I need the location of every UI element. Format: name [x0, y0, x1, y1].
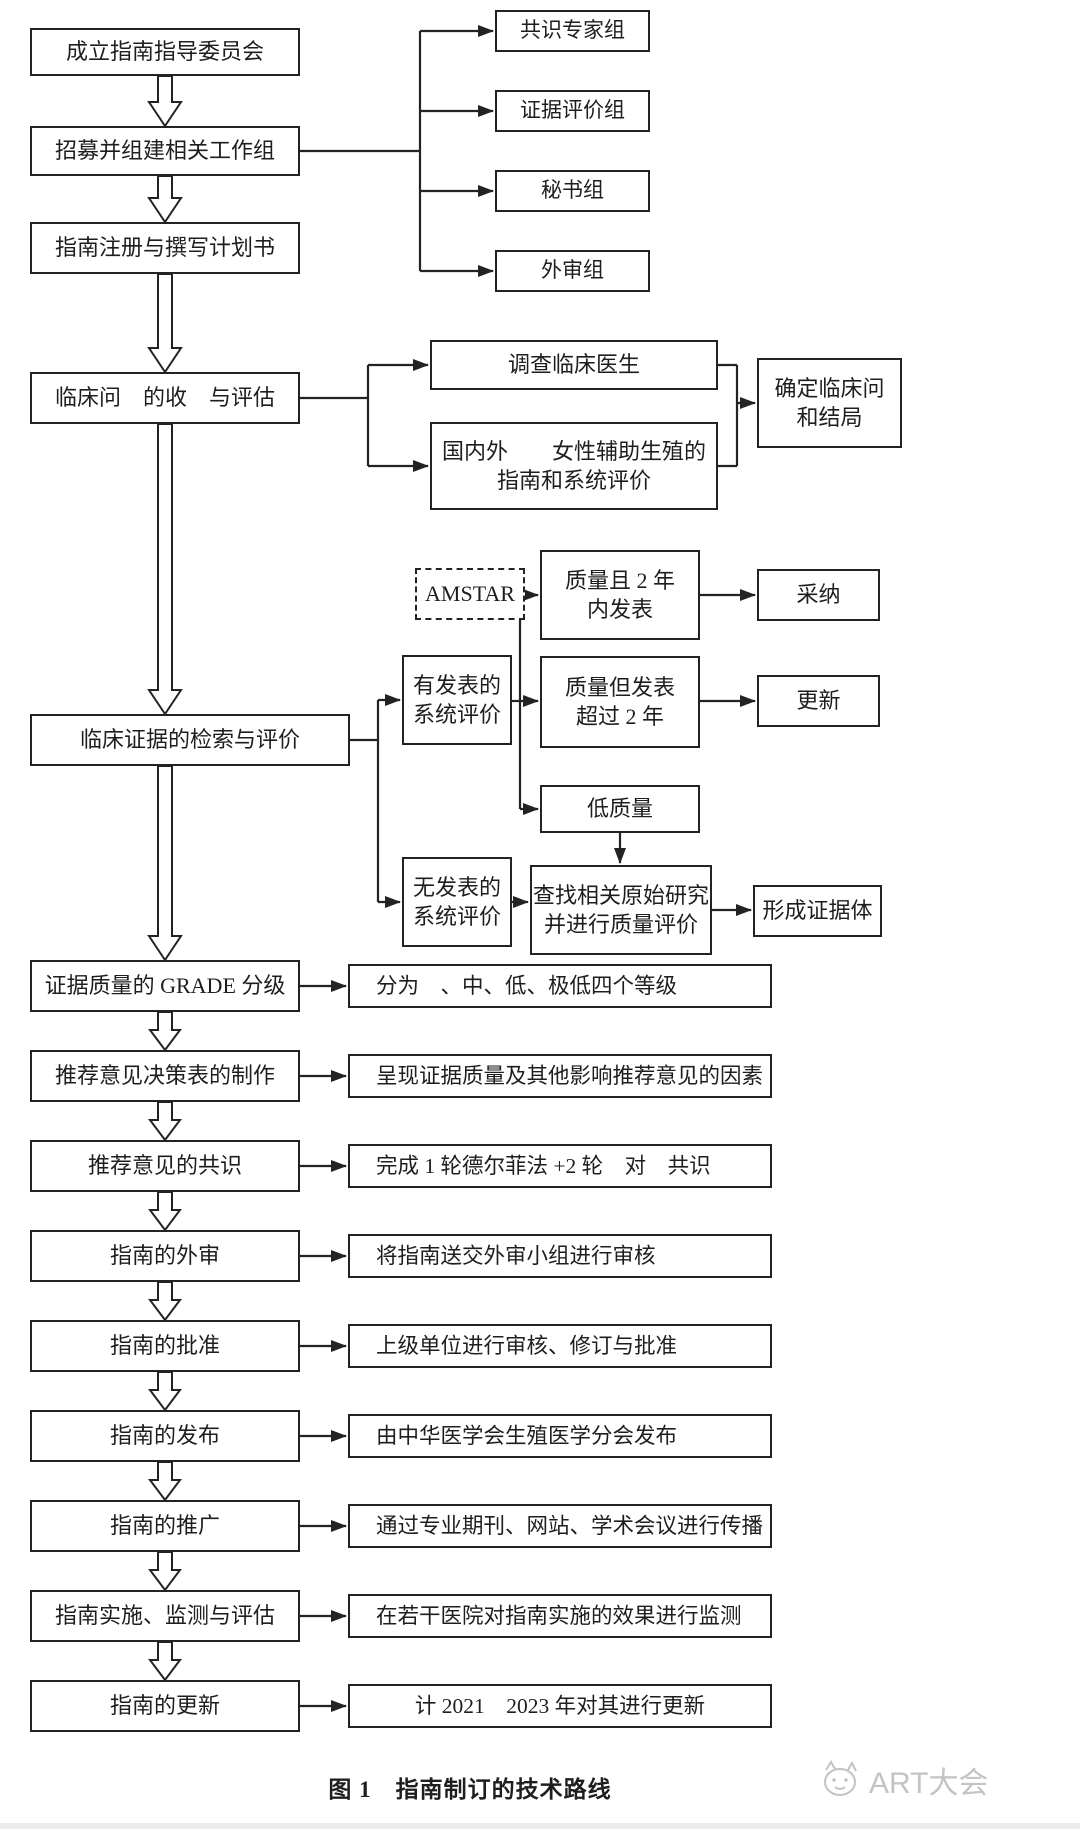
- box-search-primary-studies: 查找相关原始研究 并进行质量评价: [530, 865, 712, 955]
- flow-arrow: [147, 423, 183, 716]
- box-line: 内发表: [586, 597, 653, 622]
- box-line: 系统评价: [412, 904, 501, 929]
- box-unpublished-systematic-reviews: 无发表的 系统评价: [402, 857, 512, 947]
- detail-external-review: 将指南送交外审小组进行审核: [348, 1234, 772, 1278]
- watermark: ART大会: [818, 1758, 988, 1802]
- thin-connectors: [300, 25, 756, 1712]
- box-line: 和结局: [796, 405, 863, 430]
- flow-arrow: [148, 1461, 182, 1502]
- connector-line: [718, 363, 739, 468]
- box-low-quality: 低质量: [540, 785, 700, 833]
- box-form-evidence-body: 形成证据体: [753, 885, 882, 937]
- step-registration-protocol: 指南注册与撰写计划书: [30, 222, 300, 274]
- detail-grade-levels: 分为 、中、低、极低四个等级: [348, 964, 772, 1008]
- detail-approval: 上级单位进行审核、修订与批准: [348, 1324, 772, 1368]
- detail-delphi-consensus: 完成 1 轮德尔菲法 +2 轮 对 共识: [348, 1144, 772, 1188]
- box-line: 国内外 女性辅助生殖的: [441, 438, 706, 464]
- bottom-divider: [0, 1823, 1080, 1829]
- watermark-logo-icon: [824, 1760, 857, 1796]
- box-line: 超过 2 年: [575, 704, 664, 729]
- step-recruit-working-groups: 招募并组建相关工作组: [30, 126, 300, 176]
- flow-arrow: [147, 175, 183, 224]
- box-quality-within-2-years: 质量且 2 年 内发表: [540, 550, 700, 640]
- flow-arrow: [148, 1641, 182, 1682]
- flow-arrow: [147, 765, 183, 962]
- figure-caption: 图 1 指南制订的技术路线: [328, 1777, 612, 1802]
- step-recommendation-consensus: 推荐意见的共识: [30, 1140, 300, 1192]
- box-survey-clinicians: 调查临床医生: [430, 340, 718, 390]
- box-determine-questions-outcomes: 确定临床问 和结局: [757, 358, 902, 448]
- box-line: 质量且 2 年: [564, 567, 675, 593]
- group-evidence-evaluation: 证据评价组: [495, 90, 650, 132]
- box-amstar-tool: AMSTAR: [415, 568, 525, 620]
- detail-update-plan: 计 2021 2023 年对其进行更新: [348, 1684, 772, 1728]
- box-line: 确定临床问: [774, 375, 885, 401]
- main-flow-block-arrows: [147, 75, 183, 1682]
- step-decision-table: 推荐意见决策表的制作: [30, 1050, 300, 1102]
- flow-arrow: [148, 1011, 182, 1052]
- step-update: 指南的更新: [30, 1680, 300, 1732]
- step-external-review: 指南的外审: [30, 1230, 300, 1282]
- flow-arrow: [147, 273, 183, 374]
- box-domestic-foreign-guidelines: 国内外 女性辅助生殖的 指南和系统评价: [430, 422, 718, 510]
- group-consensus-experts: 共识专家组: [495, 10, 650, 52]
- box-line: 无发表的: [412, 874, 501, 900]
- step-implementation-monitoring: 指南实施、监测与评估: [30, 1590, 300, 1642]
- box-line: 有发表的: [412, 672, 501, 698]
- box-update: 更新: [757, 675, 880, 727]
- step-clinical-question-collection: 临床问 的收 与评估: [30, 372, 300, 424]
- flow-arrow: [147, 75, 183, 128]
- step-establish-steering-committee: 成立指南指导委员会: [30, 28, 300, 76]
- step-dissemination: 指南的推广: [30, 1500, 300, 1552]
- step-approval: 指南的批准: [30, 1320, 300, 1372]
- box-published-systematic-reviews: 有发表的 系统评价: [402, 655, 512, 745]
- group-external-review: 外审组: [495, 250, 650, 292]
- step-evidence-search-appraisal: 临床证据的检索与评价: [30, 714, 350, 766]
- box-line: 质量但发表: [564, 674, 675, 700]
- detail-dissemination: 通过专业期刊、网站、学术会议进行传播: [348, 1504, 772, 1548]
- box-adopt: 采纳: [757, 569, 880, 621]
- detail-publication: 由中华医学会生殖医学分会发布: [348, 1414, 772, 1458]
- detail-decision-table: 呈现证据质量及其他影响推荐意见的因素: [348, 1054, 772, 1098]
- flow-arrow: [148, 1371, 182, 1412]
- box-line: 并进行质量评价: [543, 912, 698, 937]
- step-grade-rating: 证据质量的 GRADE 分级: [30, 960, 300, 1012]
- detail-monitoring: 在若干医院对指南实施的效果进行监测: [348, 1594, 772, 1638]
- box-line: 查找相关原始研究: [532, 882, 709, 908]
- box-line: 指南和系统评价: [496, 468, 651, 493]
- box-quality-over-2-years: 质量但发表 超过 2 年: [540, 656, 700, 748]
- step-publication: 指南的发布: [30, 1410, 300, 1462]
- flow-arrow: [148, 1101, 182, 1142]
- flow-arrow: [148, 1551, 182, 1592]
- flow-arrow: [148, 1191, 182, 1232]
- watermark-text: ART大会: [869, 1767, 989, 1800]
- group-secretary: 秘书组: [495, 170, 650, 212]
- flow-arrow: [148, 1281, 182, 1322]
- box-line: 系统评价: [412, 702, 501, 727]
